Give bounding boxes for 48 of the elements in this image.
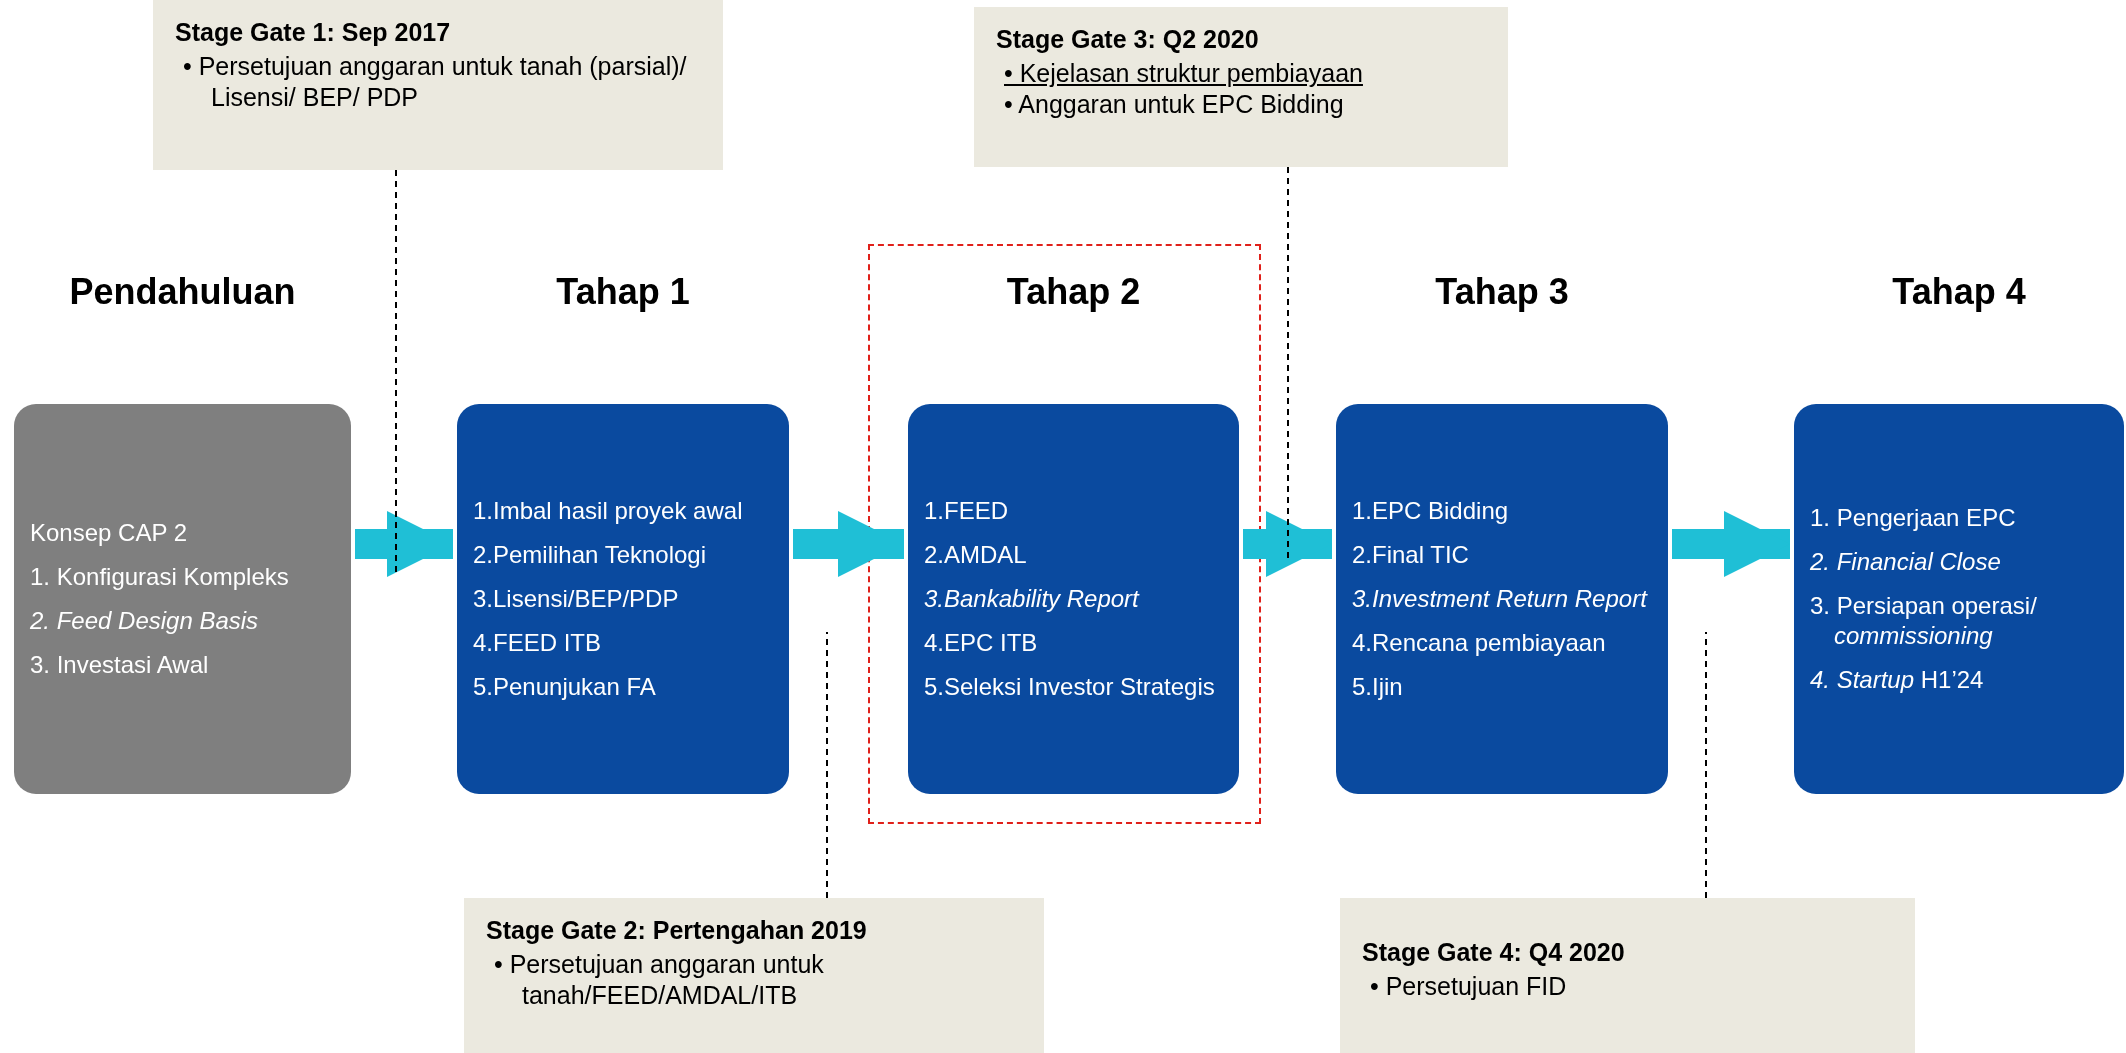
gate-heading: Stage Gate 1: Sep 2017 bbox=[175, 18, 452, 47]
gate-heading: Stage Gate 4: Q4 2020 bbox=[1362, 938, 1626, 967]
stage-gate-box bbox=[974, 7, 1508, 167]
bullet-item: • Anggaran untuk EPC Bidding bbox=[1003, 89, 1345, 121]
stage-gate-box bbox=[1340, 898, 1915, 1053]
leader-line bbox=[826, 631, 828, 899]
block-arrow bbox=[793, 511, 904, 577]
list-item: 1. Konfigurasi Kompleks bbox=[30, 562, 290, 592]
list-item: 2. Feed Design Basis bbox=[30, 606, 260, 636]
list-item: 1.Imbal hasil proyek awal bbox=[473, 496, 744, 526]
list-item: 5.Penunjukan FA bbox=[473, 672, 657, 702]
stage-gate-box bbox=[464, 898, 1044, 1053]
list-item: 2. Financial Close bbox=[1810, 547, 2002, 577]
list-item: 3. Persiapan operasi/ commissioning bbox=[1810, 591, 2038, 651]
block-arrow bbox=[1672, 511, 1790, 577]
leader-line bbox=[1287, 166, 1289, 559]
list-item: 3.Lisensi/BEP/PDP bbox=[473, 584, 680, 614]
list-item: 3. Investasi Awal bbox=[30, 650, 210, 680]
list-item: 4. Startup H1’24 bbox=[1810, 665, 1985, 695]
list-item: 2.Pemilihan Teknologi bbox=[473, 540, 708, 570]
list-item: 5.Seleksi Investor Strategis bbox=[924, 672, 1216, 702]
list-item: 4.FEED ITB bbox=[473, 628, 603, 658]
gate-heading: Stage Gate 2: Pertengahan 2019 bbox=[486, 916, 868, 945]
list-item: 2.Final TIC bbox=[1352, 540, 1470, 570]
gate-heading: Stage Gate 3: Q2 2020 bbox=[996, 25, 1260, 54]
list-item: 1.EPC Bidding bbox=[1352, 496, 1510, 526]
list-item: 5.Ijin bbox=[1352, 672, 1404, 702]
list-item: 4.EPC ITB bbox=[924, 628, 1039, 658]
stage-heading: Tahap 2 bbox=[1005, 270, 1142, 314]
bullet-item: • Kejelasan struktur pembiayaan bbox=[1003, 58, 1364, 89]
bullet-item: • Persetujuan FID bbox=[1369, 971, 1568, 1002]
list-item: 1.FEED bbox=[924, 496, 1010, 526]
bullet-item: • Persetujuan anggaran untuk tanah (parsial)/ Lisensi/ BEP/ PDP bbox=[182, 51, 688, 114]
stage-heading: Tahap 3 bbox=[1434, 270, 1570, 314]
list-item: 2.AMDAL bbox=[924, 540, 1028, 570]
list-item: Konsep CAP 2 bbox=[30, 518, 188, 548]
stage-heading: Tahap 1 bbox=[555, 270, 691, 314]
list-item: 3.Investment Return Report bbox=[1352, 584, 1649, 614]
bullet-item: • Persetujuan anggaran untuk tanah/FEED/AMDAL/ITB bbox=[493, 949, 825, 1012]
stage-gate-box bbox=[153, 0, 723, 170]
stage-heading: Pendahuluan bbox=[68, 270, 297, 314]
block-arrow bbox=[1243, 511, 1332, 577]
leader-line bbox=[1705, 631, 1707, 899]
list-item: 1. Pengerjaan EPC bbox=[1810, 503, 2017, 533]
list-item: 4.Rencana pembiayaan bbox=[1352, 628, 1607, 658]
block-arrow bbox=[355, 511, 453, 577]
list-item: 3.Bankability Report bbox=[924, 584, 1141, 614]
stage-heading: Tahap 4 bbox=[1891, 270, 2027, 314]
